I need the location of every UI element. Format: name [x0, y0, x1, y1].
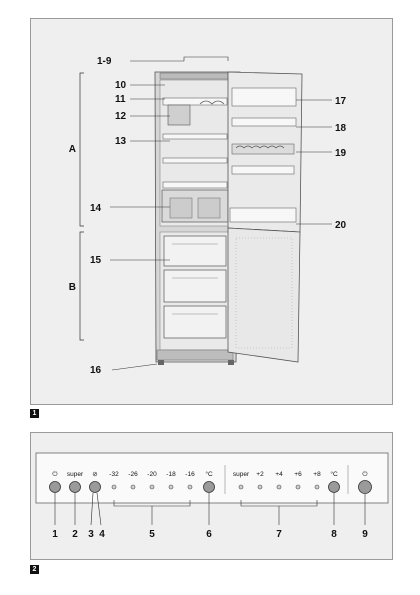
- panel-callout-1: 1: [52, 529, 58, 540]
- freezer-temp-4: -16: [185, 471, 195, 478]
- callout-17: 17: [335, 96, 347, 107]
- group-label-a: A: [69, 144, 76, 155]
- callout-16: 16: [90, 365, 102, 376]
- fridge-body: [154, 71, 241, 365]
- power-left-symbol: ⏻: [52, 471, 57, 478]
- callout-10: 10: [115, 80, 127, 91]
- leader-lines: [110, 56, 332, 371]
- alarm-button[interactable]: [89, 481, 101, 493]
- super-right-label: super: [233, 471, 250, 478]
- group-label-b: B: [69, 282, 76, 293]
- freezer-led-1: [130, 484, 136, 490]
- figure1-number: 1: [30, 409, 39, 418]
- fridge-temp-3: +8: [313, 471, 321, 478]
- super-left-label: super: [67, 471, 84, 478]
- fridge-led-3: [314, 484, 320, 490]
- freezer-temp-button[interactable]: [203, 481, 215, 493]
- fridge-temp-0: +2: [256, 471, 264, 478]
- panel-leader-lines: [54, 492, 366, 526]
- power-right-symbol: ⏻: [362, 471, 367, 478]
- power-left-button[interactable]: [49, 481, 61, 493]
- fridge-temp-button[interactable]: [328, 481, 340, 493]
- panel-callout-3: 3: [88, 529, 94, 540]
- power-right-button[interactable]: [358, 480, 372, 494]
- figure2-number: 2: [30, 565, 39, 574]
- callout-11: 11: [115, 94, 126, 105]
- freezer-led-3: [168, 484, 174, 490]
- callout-1-9: 1-9: [97, 56, 112, 67]
- freezer-led-4: [187, 484, 193, 490]
- fridge-temp-1: +4: [275, 471, 283, 478]
- callout-13: 13: [115, 136, 127, 147]
- callout-12: 12: [115, 111, 127, 122]
- panel-callout-8: 8: [331, 529, 337, 540]
- unit-left-label: °C: [205, 470, 213, 478]
- panel-callout-2: 2: [72, 529, 78, 540]
- panel-callout-4: 4: [99, 529, 105, 540]
- panel-callout-6: 6: [206, 529, 212, 540]
- super-cool-led: [238, 484, 244, 490]
- panel-callout-7: 7: [276, 529, 282, 540]
- callout-15: 15: [90, 255, 102, 266]
- super-freeze-button[interactable]: [69, 481, 81, 493]
- alarm-symbol: ⊘: [92, 471, 98, 478]
- freezer-temp-3: -18: [166, 471, 176, 478]
- callout-14: 14: [90, 203, 102, 214]
- panel-callout-5: 5: [149, 529, 155, 540]
- fridge-temp-2: +6: [294, 471, 302, 478]
- callout-18: 18: [335, 123, 347, 134]
- freezer-temp-0: -32: [109, 471, 119, 478]
- freezer-temp-1: -26: [128, 471, 138, 478]
- group-brackets: [79, 72, 84, 341]
- freezer-led-0: [111, 484, 117, 490]
- fridge-door: [227, 71, 303, 363]
- callout-20: 20: [335, 220, 347, 231]
- freezer-temp-2: -20: [147, 471, 157, 478]
- callout-19: 19: [335, 148, 347, 159]
- fridge-led-1: [276, 484, 282, 490]
- panel-callout-9: 9: [362, 529, 368, 540]
- fridge-led-0: [257, 484, 263, 490]
- freezer-led-2: [149, 484, 155, 490]
- fridge-led-2: [295, 484, 301, 490]
- unit-right-label: °C: [330, 470, 338, 478]
